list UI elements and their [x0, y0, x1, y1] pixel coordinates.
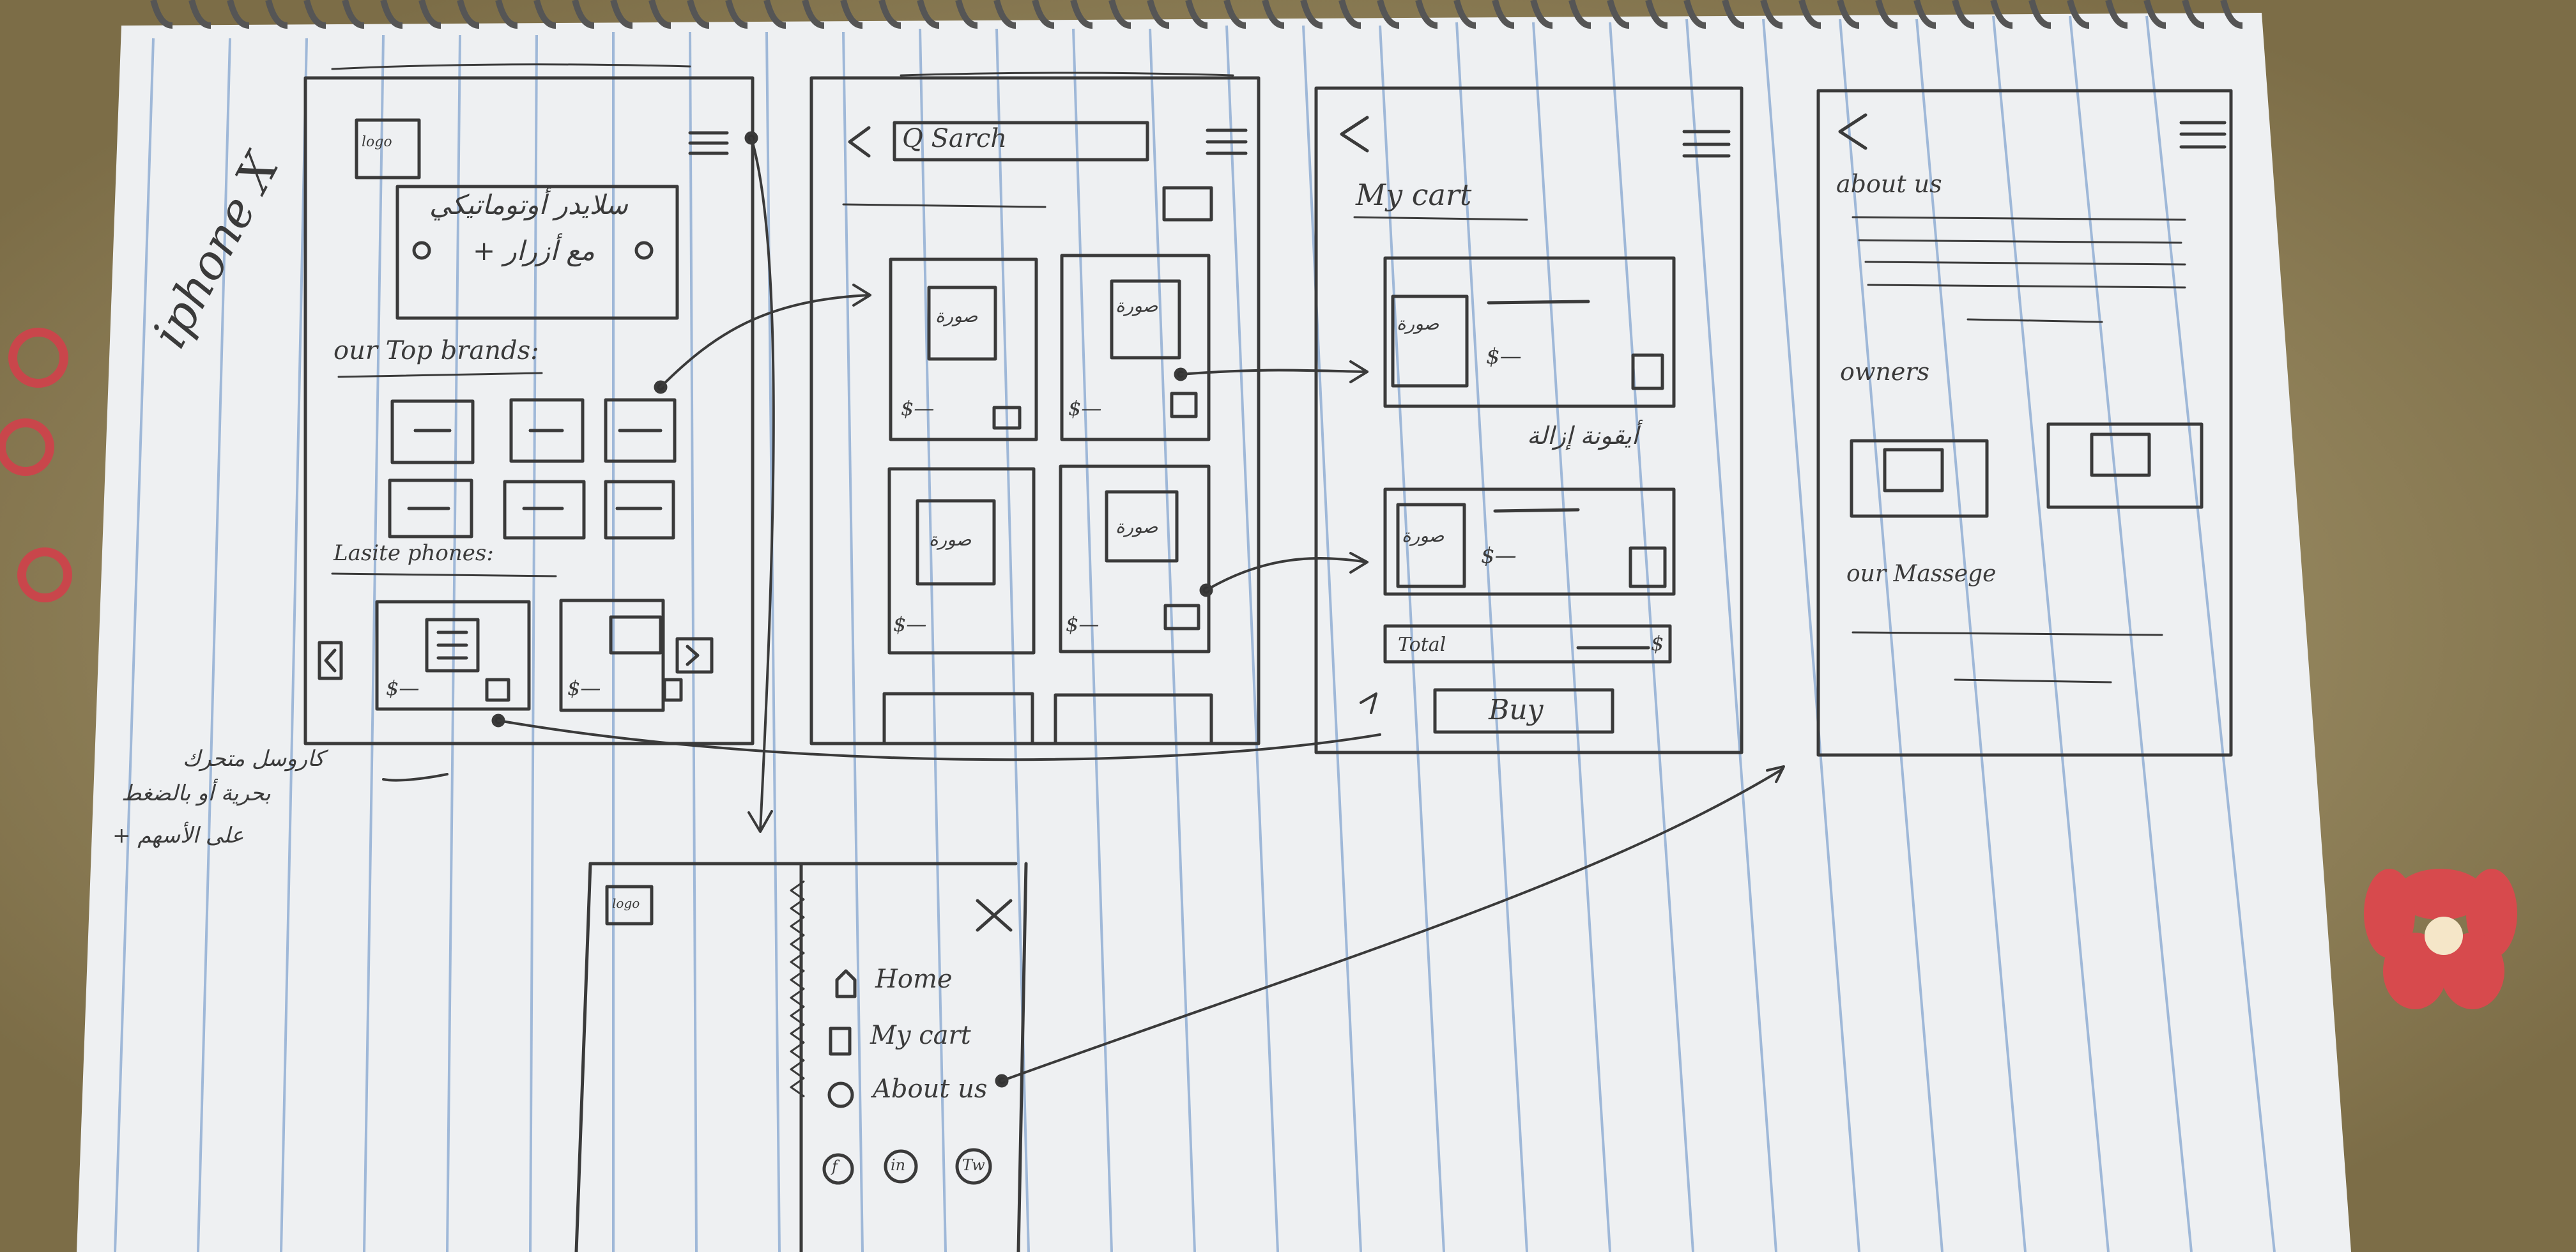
home-product-price: $—	[386, 676, 420, 700]
flow-arrows	[382, 137, 1785, 1082]
search-product-price: $—	[901, 396, 935, 420]
cart-total-label: Total	[1398, 634, 1446, 656]
cart-total-value: $	[1651, 631, 1664, 655]
search-product-price-3: $—	[893, 612, 927, 636]
search-product-image-label-4: صورة	[1116, 516, 1158, 537]
cart-item-image-label: صورة	[1397, 313, 1439, 334]
cloth-flower-right	[2364, 869, 2517, 1009]
search-product-price-2: $—	[1068, 396, 1102, 420]
slider-text-line1: سلايدر أوتوماتيكي	[429, 189, 628, 220]
cart-item-price-2: $—	[1481, 543, 1517, 569]
search-product-image-label-3: صورة	[929, 529, 972, 550]
search-product-image-label: صورة	[935, 305, 978, 326]
cloth-flower-left	[0, 328, 72, 602]
remove-icon-note: أيقونة إزالة	[1527, 422, 1639, 450]
menu-item-my-cart[interactable]: My cart	[870, 1021, 971, 1050]
search-input[interactable]: Q Sarch	[902, 124, 1008, 153]
spiral-binding	[150, 0, 2243, 29]
facebook-icon[interactable]: f	[832, 1157, 838, 1175]
owners-title: owners	[1840, 358, 1930, 386]
about-screen-frame	[1816, 89, 2233, 757]
cart-item-price: $—	[1486, 344, 1522, 369]
slider-text-line2: + مع أزرار	[473, 235, 595, 266]
home-product-price-2: $—	[567, 676, 601, 700]
linkedin-icon[interactable]: in	[891, 1156, 906, 1174]
cart-item-image-label-2: صورة	[1402, 525, 1445, 546]
carousel-note-line2: بحرية أو بالضغط	[121, 781, 271, 806]
carousel-note-line1: كاروسل متحرك	[183, 746, 325, 772]
search-product-image-label-2: صورة	[1116, 295, 1158, 316]
menu-logo[interactable]: logo	[612, 896, 640, 911]
search-product-price-4: $—	[1066, 612, 1100, 636]
home-screen-frame	[303, 63, 758, 745]
latest-phones-title: Lasite phones:	[334, 540, 494, 566]
carousel-note-line3: + على الأسهم	[112, 823, 244, 848]
about-title: about us	[1836, 170, 1942, 198]
cart-screen-frame	[1314, 86, 1744, 754]
menu-item-about-us[interactable]: About us	[873, 1074, 988, 1104]
menu-screen-frame	[574, 862, 1028, 1252]
top-brands-title: our Top brands:	[334, 336, 539, 365]
message-title: our Massege	[1846, 561, 1997, 587]
cart-title: My cart	[1356, 178, 1472, 212]
buy-button[interactable]: Buy	[1489, 694, 1544, 726]
menu-item-home[interactable]: Home	[875, 965, 953, 994]
home-logo[interactable]: logo	[362, 134, 392, 150]
twitter-icon[interactable]: Tw	[962, 1156, 985, 1174]
